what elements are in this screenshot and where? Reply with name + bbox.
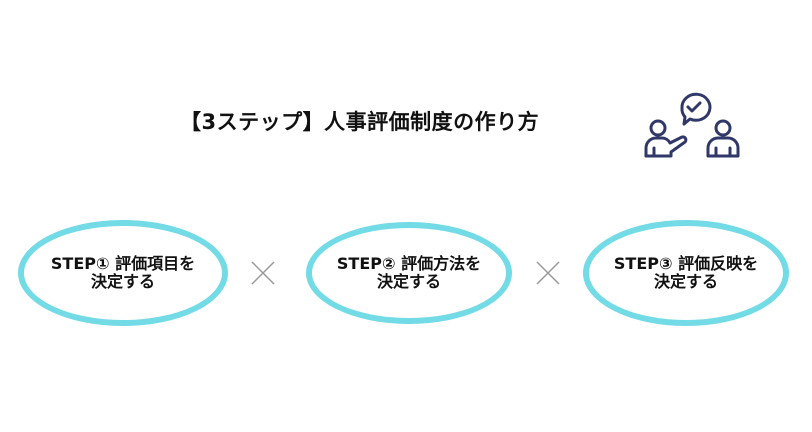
multiply-icon xyxy=(251,261,275,285)
step-2-label: STEP② 評価方法を 決定する xyxy=(314,255,504,291)
step-3-label: STEP③ 評価反映を 決定する xyxy=(591,255,781,291)
page-title: 【3ステップ】人事評価制度の作り方 xyxy=(180,110,540,134)
step-1-label: STEP① 評価項目を 決定する xyxy=(28,255,218,291)
step-2-line-2: 決定する xyxy=(376,272,441,291)
step-3-line-2: 決定する xyxy=(653,272,718,291)
step-2-line-1: STEP② 評価方法を xyxy=(336,254,482,273)
step-2-ellipse: STEP② 評価方法を 決定する xyxy=(306,222,512,324)
step-1-line-1: STEP① 評価項目を xyxy=(50,254,196,273)
step-1-ellipse: STEP① 評価項目を 決定する xyxy=(18,220,228,326)
multiply-icon xyxy=(536,261,560,285)
step-3-ellipse: STEP③ 評価反映を 決定する xyxy=(583,220,789,326)
consultation-checkmark-icon xyxy=(644,92,740,158)
step-1-line-2: 決定する xyxy=(90,272,155,291)
step-3-line-1: STEP③ 評価反映を xyxy=(613,254,759,273)
